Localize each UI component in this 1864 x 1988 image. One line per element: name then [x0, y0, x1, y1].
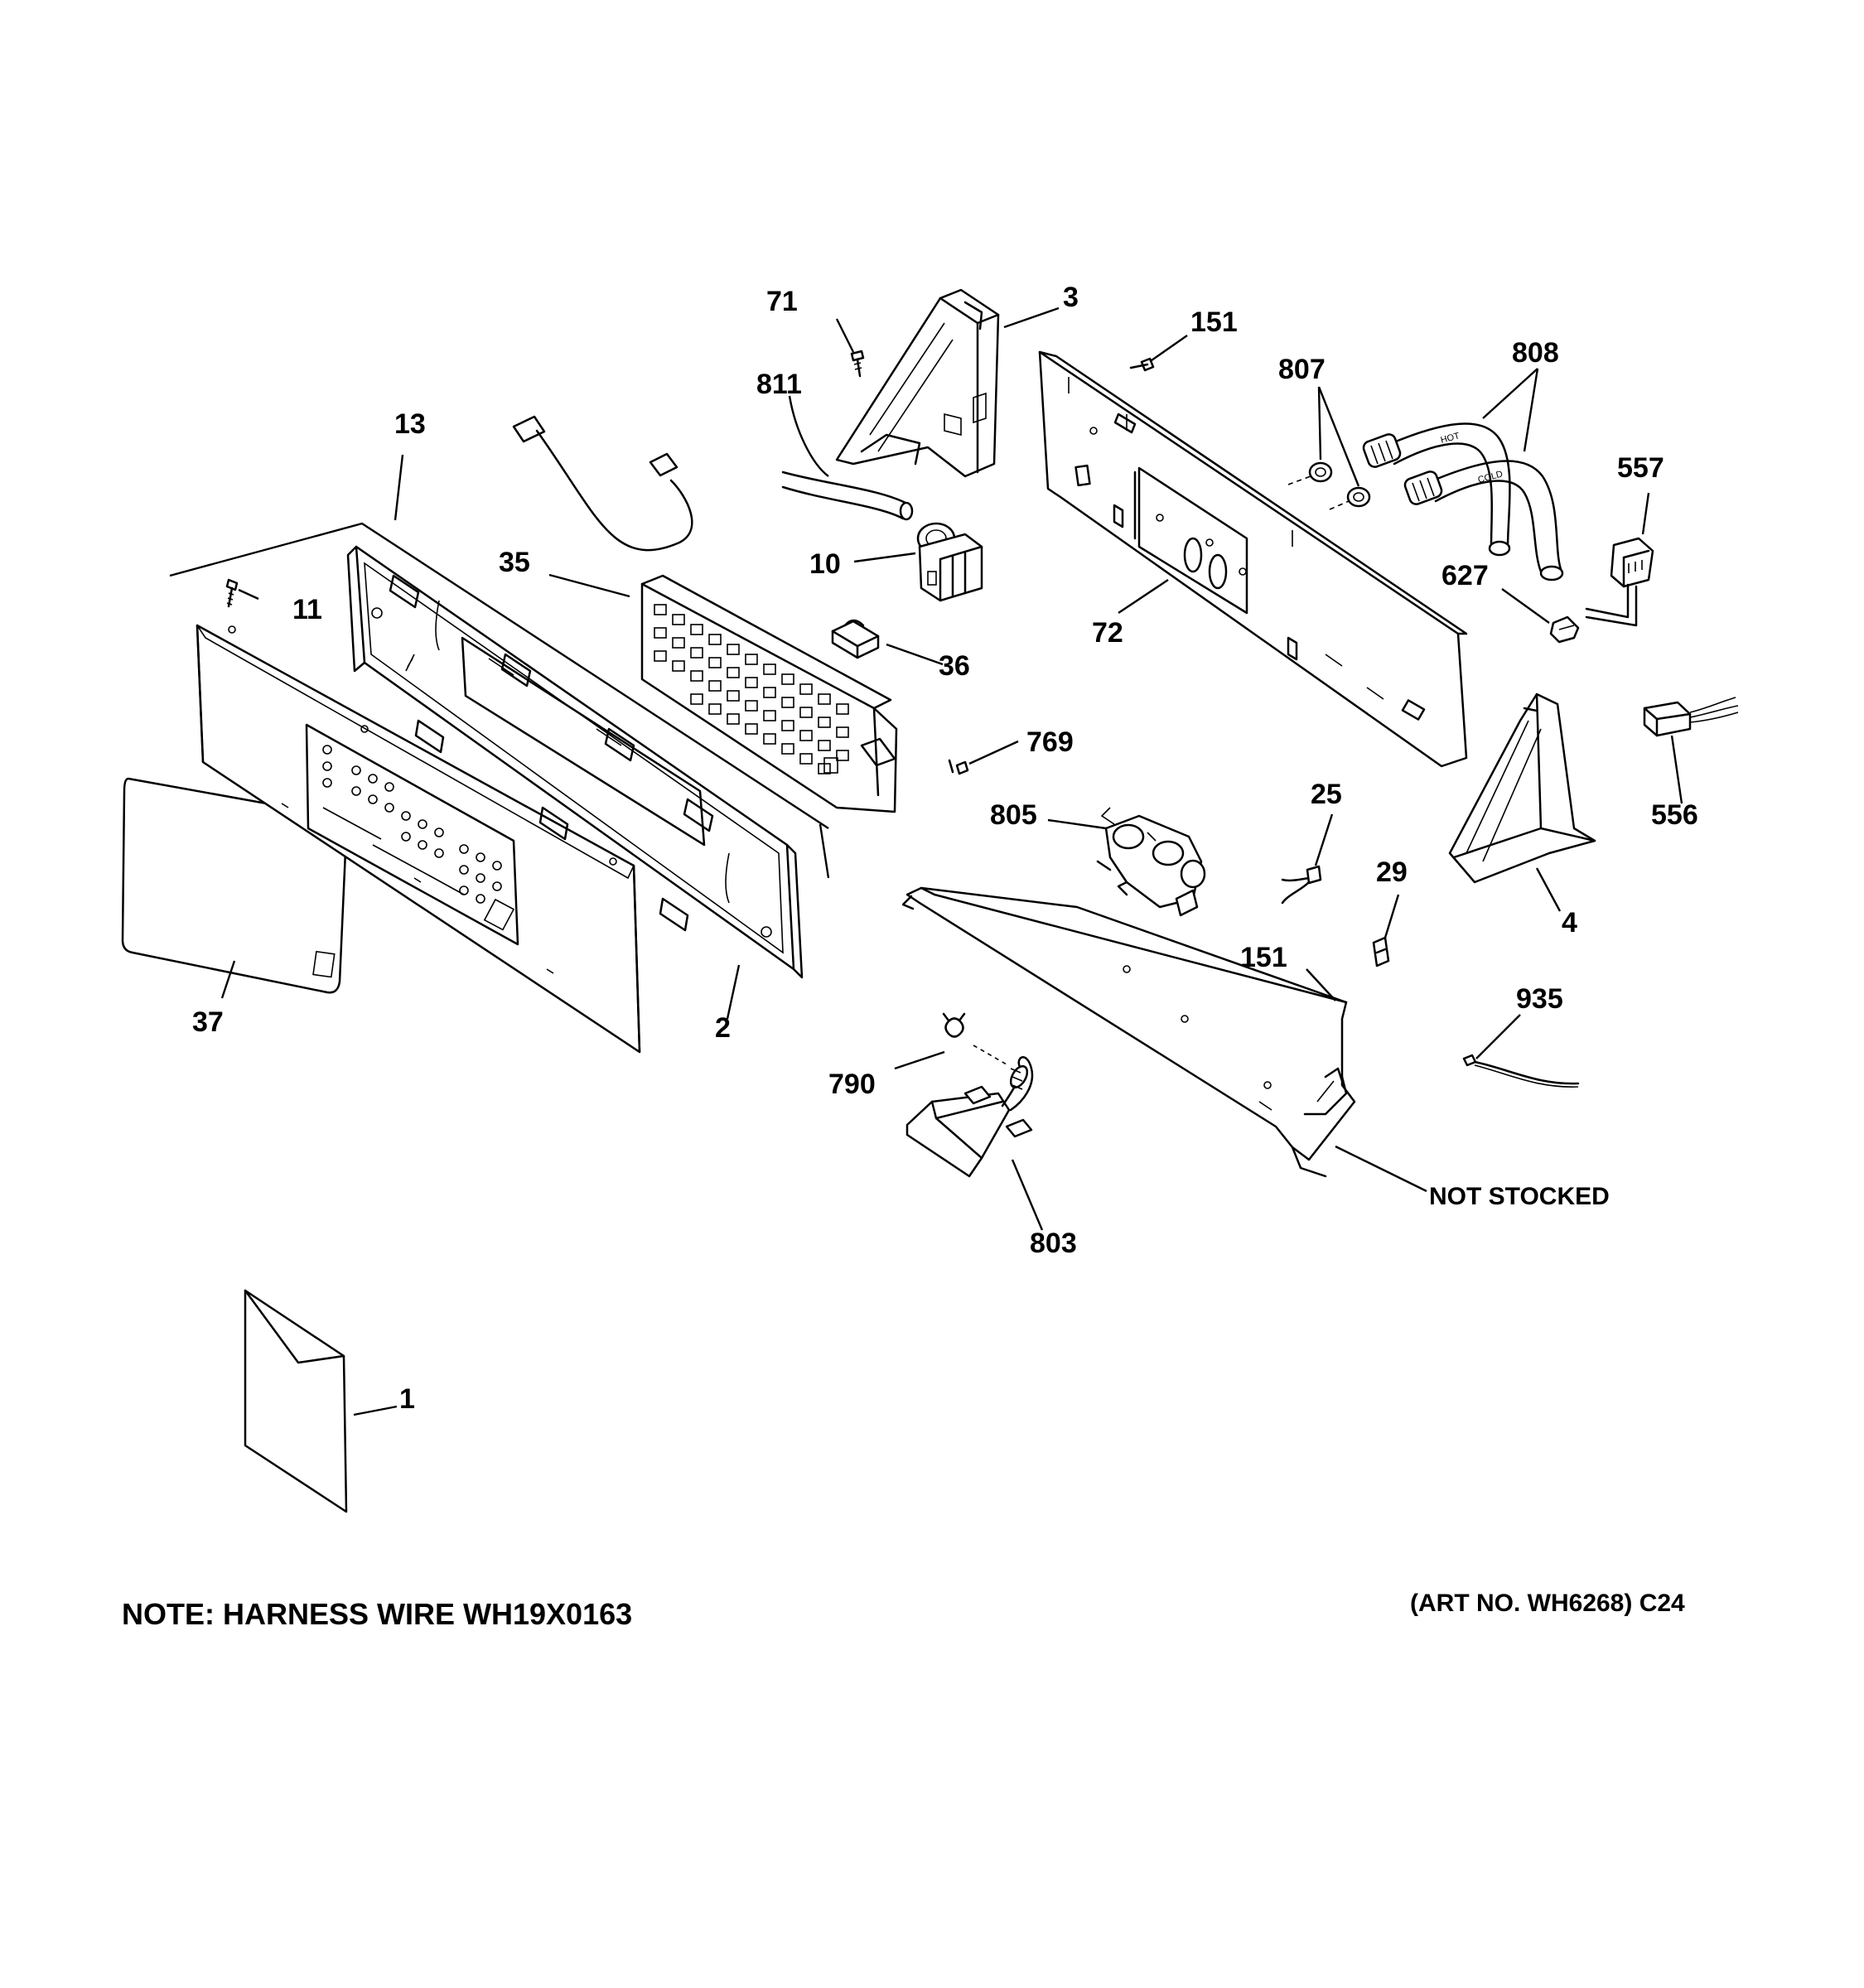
callout-808: 808: [1512, 337, 1559, 369]
part-557-connector: [1585, 537, 1654, 627]
lower-support-rail: [901, 886, 1356, 1178]
callout-935: 935: [1516, 983, 1563, 1015]
callout-labels: 71 3 151 807 808 811 13 557 10 35 627 11…: [192, 282, 1698, 1415]
callout-10: 10: [809, 548, 841, 580]
callout-627: 627: [1441, 560, 1489, 591]
callout-151-top: 151: [1190, 306, 1238, 338]
part-935-wire: [1462, 1054, 1580, 1088]
callout-71: 71: [766, 286, 798, 317]
callout-3: 3: [1063, 282, 1079, 313]
callout-13: 13: [394, 408, 426, 440]
callout-151-lower: 151: [1240, 942, 1287, 973]
callout-29: 29: [1376, 856, 1408, 888]
callout-37: 37: [192, 1006, 224, 1038]
part-3-left-bracket: [835, 288, 1000, 478]
front-fascia-panel: [196, 624, 641, 1054]
part-2-control-frame: [346, 545, 804, 979]
callout-35: 35: [499, 547, 530, 578]
part-1-literature: [244, 1289, 348, 1513]
part-71-screw: [850, 350, 865, 378]
callout-803: 803: [1030, 1228, 1077, 1259]
part-808-fill-hoses: HOT COLD: [1362, 422, 1564, 581]
part-811-hose: [781, 470, 914, 521]
part-556-connector: [1643, 697, 1739, 737]
art-number: (ART NO. WH6268) C24: [1410, 1590, 1685, 1617]
part-72-backsplash: [1038, 350, 1468, 768]
part-29-clip: [1372, 936, 1390, 967]
part-151-top-screw: [1129, 357, 1155, 372]
callout-11: 11: [292, 594, 322, 625]
harness-note: NOTE: HARNESS WIRE WH19X0163: [122, 1597, 632, 1631]
callout-790: 790: [828, 1069, 876, 1100]
part-803-dispenser: [905, 1045, 1034, 1178]
part-627-connector: [1549, 615, 1580, 644]
callout-556: 556: [1651, 799, 1698, 831]
callout-811: 811: [756, 369, 802, 400]
part-13-harness: [169, 415, 830, 879]
part-790-clamp: [942, 1012, 966, 1038]
leader-lines: [220, 306, 1683, 1416]
part-4-right-bracket: [1448, 692, 1596, 884]
callout-557: 557: [1617, 452, 1664, 484]
callout-36: 36: [939, 650, 970, 682]
callout-25: 25: [1311, 779, 1342, 810]
hose-hot-text: HOT: [1440, 431, 1461, 446]
part-769-screw: [948, 759, 969, 775]
callout-1: 1: [399, 1383, 415, 1415]
part-11-screw: [225, 578, 239, 608]
callout-4: 4: [1562, 907, 1577, 939]
not-stocked-label: NOT STOCKED: [1429, 1183, 1610, 1210]
callout-72: 72: [1092, 617, 1123, 649]
callout-807: 807: [1278, 354, 1326, 385]
part-36-connector: [831, 619, 880, 659]
callout-2: 2: [715, 1012, 731, 1044]
callout-805: 805: [990, 799, 1037, 831]
part-10-pressure-switch: [916, 522, 983, 602]
part-807-washers: [1287, 461, 1371, 510]
part-805-water-valve: [1096, 807, 1206, 917]
callout-769: 769: [1026, 726, 1074, 758]
part-25-wire: [1281, 865, 1322, 905]
part-35-control-board: [640, 574, 898, 813]
